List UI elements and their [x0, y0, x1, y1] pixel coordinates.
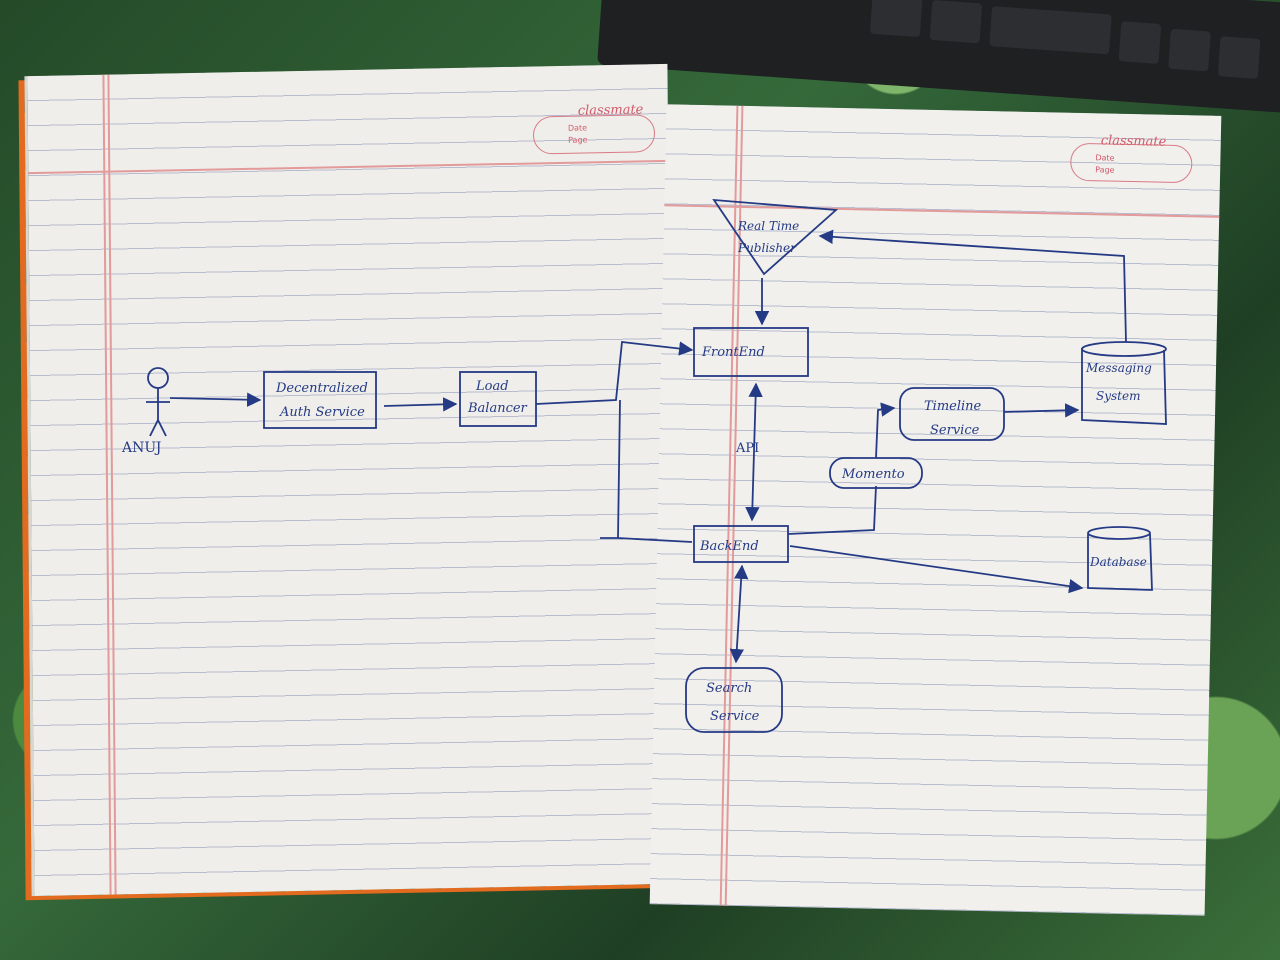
timeline-label-line2: Service — [930, 423, 980, 438]
edge-auth-lb — [383, 397, 458, 412]
node-messaging-system — [1081, 341, 1167, 425]
edge-messaging-publisher — [818, 229, 1127, 343]
lb-label-line2: Balancer — [467, 401, 528, 416]
auth-label-line1: Decentralized — [275, 381, 368, 396]
node-frontend — [693, 327, 809, 377]
node-load-balancer — [459, 371, 537, 427]
edge-backend-momento — [787, 485, 877, 535]
search-label-line2: Service — [710, 709, 760, 724]
frontend-label: FrontEnd — [701, 345, 765, 360]
edge-timeline-messaging — [1003, 403, 1080, 418]
messaging-label-line1: Messaging — [1085, 361, 1152, 375]
edge-backend-database — [789, 545, 1084, 594]
node-search-service — [685, 667, 783, 733]
actor-figure — [146, 367, 170, 437]
momento-label: Momento — [841, 467, 905, 482]
search-label-line1: Search — [706, 681, 752, 696]
lb-label-line1: Load — [475, 379, 509, 394]
database-label: Database — [1089, 555, 1147, 569]
node-auth-service — [263, 371, 377, 429]
edge-frontend-backend — [745, 382, 763, 522]
publisher-label-line2: Publisher — [737, 241, 797, 255]
node-database — [1087, 526, 1153, 591]
node-timeline-service — [899, 387, 1005, 441]
edge-momento-timeline — [875, 402, 896, 459]
publisher-label-line1: Real Time — [737, 219, 799, 233]
backend-label: BackEnd — [699, 539, 759, 554]
node-backend — [693, 525, 789, 563]
node-realtime-publisher — [712, 198, 839, 276]
edge-lb-backend — [600, 399, 693, 543]
auth-label-line2: Auth Service — [279, 405, 365, 420]
edge-actor-auth — [169, 392, 262, 407]
edge-backend-search — [729, 564, 749, 664]
actor-label: ANUJ — [121, 440, 161, 456]
api-label: API — [735, 441, 759, 456]
messaging-label-line2: System — [1096, 389, 1140, 403]
edge-lb-split — [535, 341, 694, 405]
timeline-label-line1: Timeline — [924, 399, 982, 414]
